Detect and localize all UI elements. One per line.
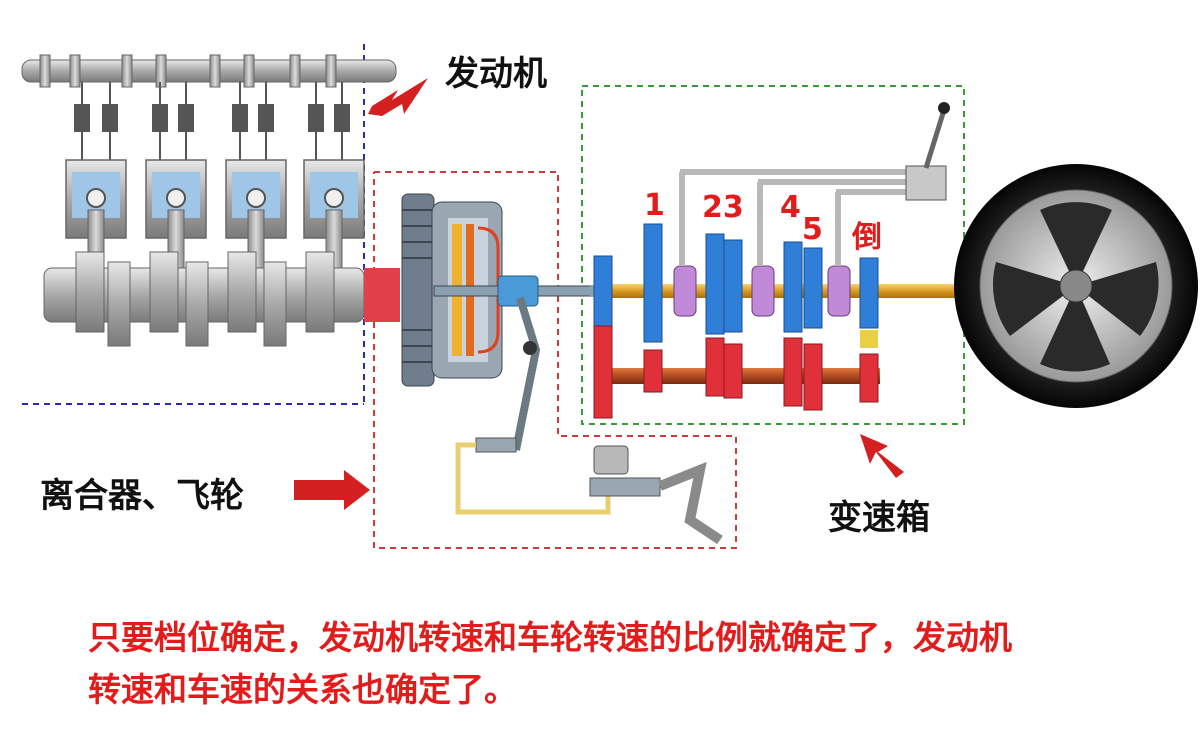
engine-illustration	[21, 54, 397, 347]
gearbox-arrow	[860, 434, 904, 478]
clutch-flywheel-label: 离合器、飞轮	[40, 476, 244, 516]
gear-reverse-label: 倒	[852, 220, 882, 255]
engine-label: 发动机	[445, 54, 547, 94]
wheel-illustration	[954, 164, 1198, 408]
caption-line-2: 转速和车速的关系也确定了。	[88, 670, 517, 709]
gear-1-label: 1	[644, 188, 665, 223]
gearbox-label: 变速箱	[828, 498, 930, 538]
gear-5-label: 5	[802, 212, 823, 247]
gearbox-illustration	[590, 102, 966, 419]
explanation-caption: 只要档位确定，发动机转速和车轮转速的比例就确定了，发动机 转速和车速的关系也确定…	[88, 612, 1198, 716]
gear-23-label: 23	[702, 190, 744, 225]
clutch-flywheel-illustration	[364, 193, 723, 545]
caption-line-1: 只要档位确定，发动机转速和车轮转速的比例就确定了，发动机	[88, 618, 1012, 657]
gear-4-label: 4	[780, 190, 801, 225]
clutch-arrow	[294, 470, 370, 510]
clutch-dashed-boundary	[373, 171, 737, 549]
engine-arrow	[368, 78, 428, 116]
